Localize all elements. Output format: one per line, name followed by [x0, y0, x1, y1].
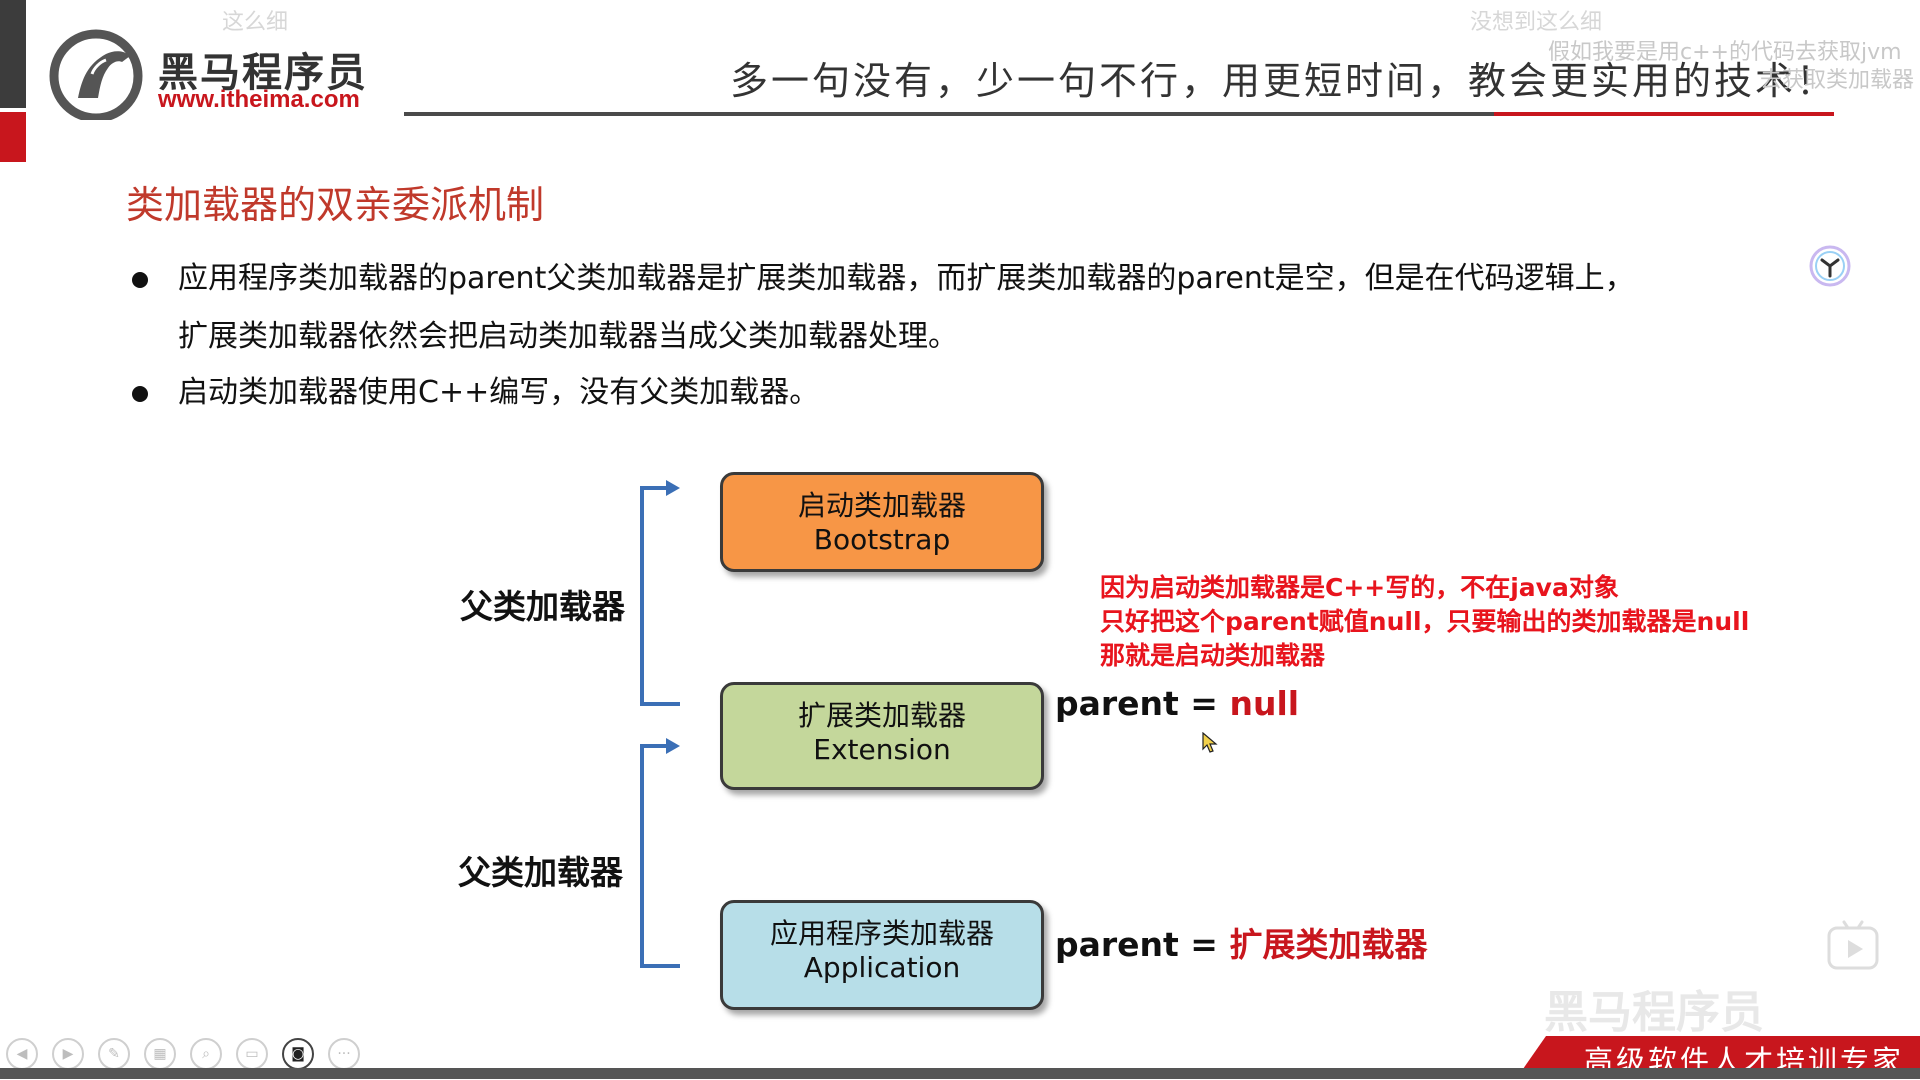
left-edge-dark	[0, 0, 26, 108]
box-label-en: Application	[803, 951, 961, 984]
parent-loader-label: 父类加载器	[460, 587, 625, 626]
previous-slide-icon[interactable]: ◀	[6, 1038, 38, 1070]
parent-loader-label: 父类加载器	[458, 853, 623, 892]
parent-value: 扩展类加载器	[1229, 925, 1428, 964]
parent-key: parent =	[1055, 925, 1218, 964]
more-options-icon[interactable]: ···	[328, 1038, 360, 1070]
extension-loader-box: 扩展类加载器 Extension	[720, 682, 1044, 790]
pen-icon[interactable]: ✎	[98, 1038, 130, 1070]
bullet-item: 启动类加载器使用C++编写，没有父类加载器。	[132, 364, 1652, 424]
camera-icon[interactable]: ◙	[282, 1038, 314, 1070]
mouse-cursor-icon	[1202, 732, 1218, 753]
bullet-item: 应用程序类加载器的parent父类加载器是扩展类加载器，而扩展类加载器的pare…	[132, 250, 1652, 370]
annotation-line: 因为启动类加载器是C++写的，不在java对象	[1100, 573, 1619, 602]
danmaku-comment: 这么细	[222, 10, 289, 35]
extension-parent-value: parent = null	[1055, 684, 1299, 723]
parent-value: null	[1229, 684, 1300, 723]
section-title: 类加载器的双亲委派机制	[126, 183, 545, 227]
parent-arrows	[640, 480, 680, 968]
subtitle-icon[interactable]: ▭	[236, 1038, 268, 1070]
bootstrap-loader-box: 启动类加载器 Bootstrap	[720, 472, 1044, 572]
bullet-dot	[132, 386, 148, 402]
bottom-bar	[0, 1068, 1920, 1079]
watermark: 黑马程序员	[1544, 987, 1764, 1038]
danmaku-comment: 假如我要是用c++的代码去获取jvm	[1548, 40, 1902, 65]
annotation-line: 只好把这个parent赋值null，只要输出的类加载器是null	[1100, 607, 1750, 636]
danmaku-comment: 没想到这么细	[1470, 10, 1603, 35]
logo-brand-name: 黑马程序员	[158, 50, 368, 96]
parent-key: parent =	[1055, 684, 1218, 723]
danmaku-comment: 去获取类加载器 r	[1760, 68, 1920, 93]
bullet-text: 应用程序类加载器的parent父类加载器是扩展类加载器，而扩展类加载器的pare…	[178, 261, 1635, 354]
application-parent-value: parent = 扩展类加载器	[1055, 918, 1427, 966]
header-divider-accent	[1494, 112, 1834, 116]
box-label-cn: 应用程序类加载器	[769, 917, 994, 950]
next-slide-icon[interactable]: ▶	[52, 1038, 84, 1070]
play-icon[interactable]	[1826, 916, 1880, 974]
application-loader-box: 应用程序类加载器 Application	[720, 900, 1044, 1010]
left-edge-red	[0, 112, 26, 162]
slides-grid-icon[interactable]: ▦	[144, 1038, 176, 1070]
header-slogan: 多一句没有，少一句不行，用更短时间，教会更实用的技术！	[730, 59, 1838, 103]
bullet-dot	[132, 272, 148, 288]
box-label-en: Bootstrap	[813, 523, 951, 556]
assistant-badge-icon[interactable]	[1808, 244, 1852, 288]
bullet-text: 启动类加载器使用C++编写，没有父类加载器。	[178, 375, 820, 410]
box-label-cn: 启动类加载器	[797, 489, 966, 522]
box-label-cn: 扩展类加载器	[797, 699, 966, 732]
header-divider	[404, 112, 1494, 116]
box-label-en: Extension	[813, 733, 951, 766]
annotation-line: 那就是启动类加载器	[1100, 641, 1326, 670]
zoom-icon[interactable]: ⌕	[190, 1038, 222, 1070]
horse-logo-icon	[49, 29, 143, 120]
logo-url: www.itheima.com	[158, 86, 360, 113]
